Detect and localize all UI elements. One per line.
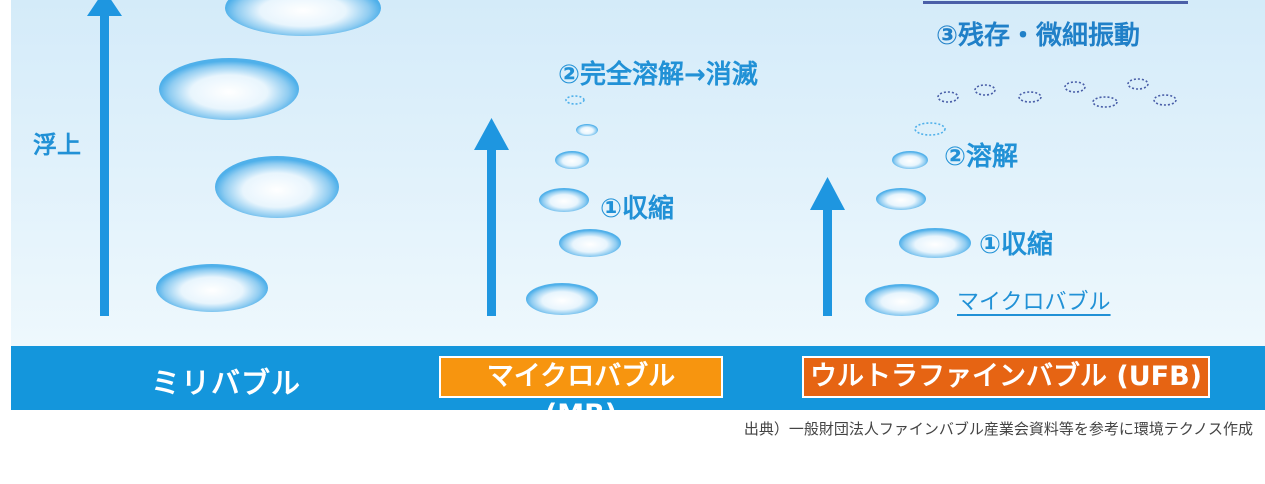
category-bar: ミリバブル マイクロバブル (MB) ウルトラファインバブル (UFB) — [11, 346, 1265, 430]
mb-shrink-label: ①収縮 — [600, 194, 675, 224]
ufb-bubble — [876, 188, 926, 210]
source-note: 出典）一般財団法人ファインバブル産業会資料等を参考に環境テクノス作成 — [743, 420, 1253, 438]
ufb-bubble — [865, 284, 939, 316]
milli-bubble — [159, 58, 299, 120]
milli-bubble — [215, 156, 339, 218]
ufb-shrink-label: ①収縮 — [979, 230, 1054, 260]
ufb-remain-label: ③残存・微細振動 — [936, 21, 1141, 51]
mb-bubble — [576, 124, 598, 136]
mb-bubble-dissolving — [565, 95, 585, 105]
mb-bubble — [539, 188, 589, 212]
ufb-bubble — [892, 151, 928, 169]
mb-bubble — [555, 151, 589, 169]
rise-arrow-mb — [474, 118, 509, 316]
ufb-microbubble-label: マイクロバブル — [957, 290, 1111, 315]
mb-dissolve-label: ②完全溶解→消滅 — [558, 60, 758, 90]
remain-heading-line — [923, 1, 1188, 4]
mb-bubble — [526, 283, 598, 315]
mb-bubble — [559, 229, 621, 257]
ufb-bubble-dissolving — [914, 122, 946, 136]
rise-label: 浮上 — [33, 131, 81, 159]
milli-bubble — [156, 264, 268, 312]
rise-arrow-milli — [87, 0, 122, 316]
category-ultrafine-bubble: ウルトラファインバブル (UFB) — [802, 356, 1210, 398]
category-microbubble: マイクロバブル (MB) — [439, 356, 723, 430]
ufb-residual-bubbles — [937, 78, 1177, 108]
milli-bubble — [225, 0, 381, 36]
ufb-bubble — [899, 228, 971, 258]
category-milli-bubble: ミリバブル — [151, 366, 302, 400]
rise-arrow-ufb — [810, 177, 845, 316]
ufb-dissolve-label: ②溶解 — [944, 142, 1019, 172]
bubble-illustration — [87, 0, 1177, 316]
